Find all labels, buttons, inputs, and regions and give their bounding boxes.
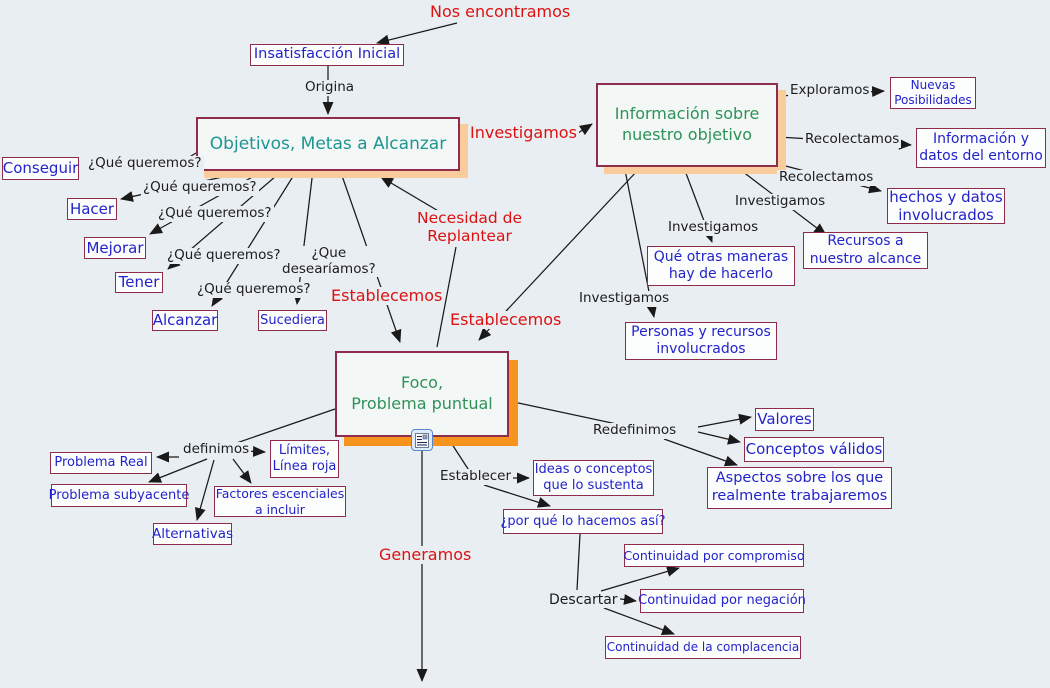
link-line-20	[221, 408, 336, 449]
concept-informacion-objetivo[interactable]: Información sobre nuestro objetivo	[596, 83, 778, 167]
label-descartar[interactable]: Descartar	[547, 592, 620, 609]
link-line-25	[194, 459, 215, 521]
concept-objetivos-metas[interactable]: Objetivos, Metas a Alcanzar	[196, 117, 460, 171]
link-line-11	[459, 136, 470, 144]
concept-informacion-datos-entorno[interactable]: Información y datos del entorno	[916, 128, 1046, 168]
label-redefinimos[interactable]: Redefinimos	[591, 422, 679, 439]
label-que-queremos-3[interactable]: ¿Qué queremos?	[156, 205, 274, 222]
label-generamos[interactable]: Generamos	[377, 545, 474, 565]
concept-continuidad-negacion[interactable]: Continuidad por negación	[638, 589, 806, 613]
label-establecer[interactable]: Establecer	[438, 468, 514, 485]
link-line-27	[447, 437, 471, 473]
concept-conceptos-validos[interactable]: Conceptos válidos	[744, 437, 884, 462]
link-line-10	[436, 246, 457, 348]
concept-personas-recursos[interactable]: Personas y recursos involucrados	[625, 322, 777, 360]
label-que-queremos-2[interactable]: ¿Qué queremos?	[141, 179, 259, 196]
concept-problema-subyacente[interactable]: Problema subyacente	[49, 484, 189, 507]
document-glyph	[415, 432, 429, 448]
link-line-37	[663, 438, 738, 467]
concept-ideas-conceptos[interactable]: Ideas o conceptos que lo sustenta	[533, 460, 654, 496]
link-line-12	[577, 123, 593, 136]
label-investigamos-red[interactable]: Investigamos	[468, 123, 579, 143]
concept-limites-linea-roja[interactable]: Límites, Línea roja	[270, 440, 339, 478]
concept-alternativas[interactable]: Alternativas	[152, 523, 233, 545]
label-que-queremos-4[interactable]: ¿Qué queremos?	[165, 247, 283, 264]
resource-document-icon[interactable]	[411, 429, 433, 451]
link-line-24	[232, 458, 252, 484]
link-line-9	[380, 176, 441, 213]
link-line-0	[376, 22, 458, 46]
concept-insatisfaccion-inicial[interactable]: Insatisfacción Inicial	[250, 44, 404, 66]
concept-valores[interactable]: Valores	[755, 408, 814, 431]
label-recolectamos-1[interactable]: Recolectamos	[803, 131, 902, 148]
link-line-7	[292, 169, 314, 305]
link-line-36	[697, 431, 741, 445]
concept-recursos-alcance[interactable]: Recursos a nuestro alcance	[803, 232, 928, 269]
concept-mejorar[interactable]: Mejorar	[84, 237, 146, 259]
label-establecemos-1[interactable]: Establecemos	[329, 286, 445, 306]
link-line-30	[576, 533, 581, 591]
concept-foco-problema[interactable]: Foco, Problema puntual	[335, 351, 509, 437]
link-line-29	[483, 484, 551, 508]
concept-tener[interactable]: Tener	[115, 272, 163, 293]
label-establecemos-2[interactable]: Establecemos	[448, 310, 564, 330]
label-definimos[interactable]: definimos	[181, 441, 252, 458]
concept-conseguir[interactable]: Conseguir	[2, 157, 79, 180]
label-exploramos[interactable]: Exploramos	[788, 82, 872, 99]
concept-problema-real[interactable]: Problema Real	[50, 452, 152, 474]
label-investigamos-3[interactable]: Investigamos	[577, 290, 672, 307]
link-line-23	[148, 458, 208, 483]
label-necesidad-replantear[interactable]: Necesidad de Replantear	[415, 209, 525, 246]
concept-continuidad-complacencia[interactable]: Continuidad de la complacencia	[605, 636, 801, 659]
concept-aspectos-trabajaremos[interactable]: Aspectos sobre los que realmente trabaja…	[707, 467, 892, 509]
concept-alcanzar[interactable]: Alcanzar	[152, 310, 218, 331]
label-origina[interactable]: Origina	[303, 79, 357, 96]
link-line-35	[697, 413, 752, 428]
concept-que-otras-maneras[interactable]: Qué otras maneras hay de hacerlo	[647, 246, 795, 286]
label-nos-encontramos[interactable]: Nos encontramos	[428, 2, 573, 22]
label-investigamos-1[interactable]: Investigamos	[733, 193, 828, 210]
label-que-queremos-5[interactable]: ¿Qué queremos?	[195, 281, 313, 298]
concept-nuevas-posibilidades[interactable]: Nuevas Posibilidades	[890, 77, 976, 109]
concept-hechos-datos[interactable]: hechos y datos involucrados	[887, 188, 1005, 224]
concept-sucediera[interactable]: Sucediera	[258, 310, 327, 331]
label-que-queremos-1[interactable]: ¿Qué queremos?	[86, 155, 204, 172]
concept-hacer[interactable]: Hacer	[67, 198, 117, 220]
label-investigamos-2[interactable]: Investigamos	[666, 219, 761, 236]
label-que-desearamos[interactable]: ¿Que desearíamos?	[280, 245, 378, 278]
concept-factores-escenciales[interactable]: Factores escenciales a incluir	[214, 486, 346, 517]
concept-por-que-hacemos[interactable]: ¿por qué lo hacemos así?	[500, 509, 666, 534]
link-line-33	[603, 607, 675, 635]
concept-continuidad-compromiso[interactable]: Continuidad por compromiso	[623, 544, 805, 567]
label-recolectamos-2[interactable]: Recolectamos	[777, 169, 876, 186]
link-line-32	[600, 566, 680, 592]
